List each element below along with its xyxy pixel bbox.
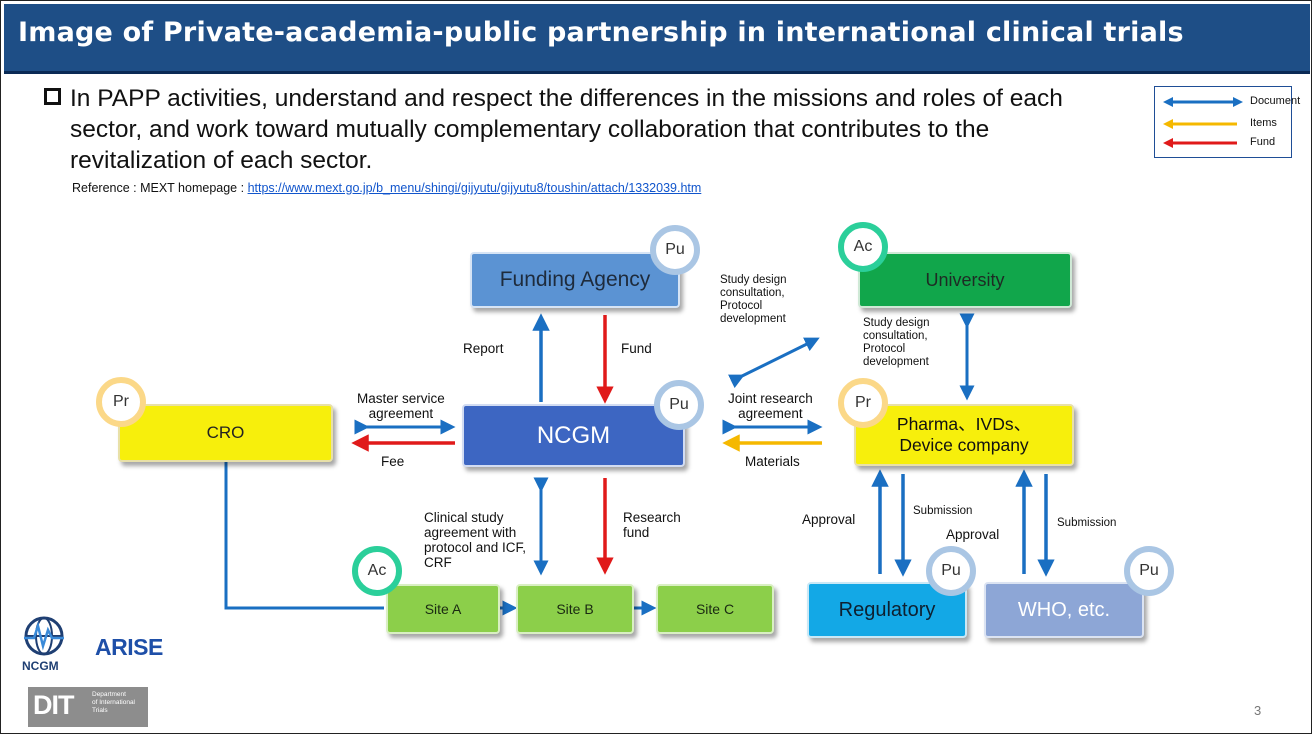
legend: Document Items Fund [1154,86,1300,158]
who-badge: Pu [1124,546,1174,596]
page-number: 3 [1254,703,1262,718]
bullet-text: In PAPP activities, understand and respe… [70,85,1063,174]
fund-label: Fund [621,341,652,356]
ncgm-globe-icon [24,616,64,656]
ncgm-node: NCGM [462,404,685,467]
ncgm-badge: Pu [654,380,704,430]
approval-label-2: Approval [946,527,1000,542]
pharma-label-line1: Pharma、IVDs、 [896,414,1032,434]
research-fund-label: Research fund [623,510,681,540]
arise-logo: ARISE [95,634,163,660]
pharma-badge: Pr [838,378,888,428]
report-label: Report [463,341,504,356]
funding-agency-node: Funding Agency [470,252,680,308]
reference-prefix: Reference : MEXT homepage : [72,181,248,195]
site-c-node: Site C [656,584,774,634]
cro-badge: Pr [96,377,146,427]
clinical-study-label: Clinical study agreement with protocol a… [424,510,527,570]
cro-node: CRO [118,404,333,462]
slide-title: Image of Private-academia-public partner… [18,17,1184,48]
fee-label: Fee [381,454,405,469]
master-service-label: Master service agreement [357,391,445,421]
reference-link[interactable]: https://www.mext.go.jp/b_menu/shingi/gij… [247,181,702,195]
submission-label-1: Submission [913,505,973,517]
site-b-node: Site B [516,584,634,634]
ncgm-logo: NCGM [20,614,98,676]
site-a-badge: Ac [352,546,402,596]
university-badge: Ac [838,222,888,272]
title-bar: Image of Private-academia-public partner… [4,4,1310,74]
legend-arrows [1163,97,1243,148]
dit-logo-mark: DIT [33,690,74,720]
legend-items-label: Items [1250,117,1277,129]
study-design-diagonal-arrow [727,337,820,389]
materials-label: Materials [745,454,800,469]
reference-line: Reference : MEXT homepage : https://www.… [72,181,701,195]
funding-agency-badge: Pu [650,225,700,275]
study-design-label-top: Study design consultation, Protocol deve… [720,274,787,325]
university-node: University [858,252,1072,308]
bullet-square-icon [44,88,61,105]
submission-label-2: Submission [1057,517,1117,529]
dit-logo: DIT Department of International Trials [28,687,148,727]
legend-document-label: Document [1250,95,1301,107]
study-design-label-right: Study design consultation, Protocol deve… [863,317,930,368]
regulatory-badge: Pu [926,546,976,596]
who-node: WHO, etc. [984,582,1144,638]
legend-fund-label: Fund [1250,136,1276,148]
dit-logo-text: Department of International Trials [92,691,136,714]
cro-site-a-line [224,462,384,610]
joint-research-label: Joint research agreement [728,391,813,421]
pharma-label-line2: Device company [899,435,1029,455]
ncgm-logo-text: NCGM [22,659,59,673]
pharma-node: Pharma、IVDs、 Device company [854,404,1074,466]
approval-label-1: Approval [802,512,856,527]
site-a-node: Site A [386,584,500,634]
